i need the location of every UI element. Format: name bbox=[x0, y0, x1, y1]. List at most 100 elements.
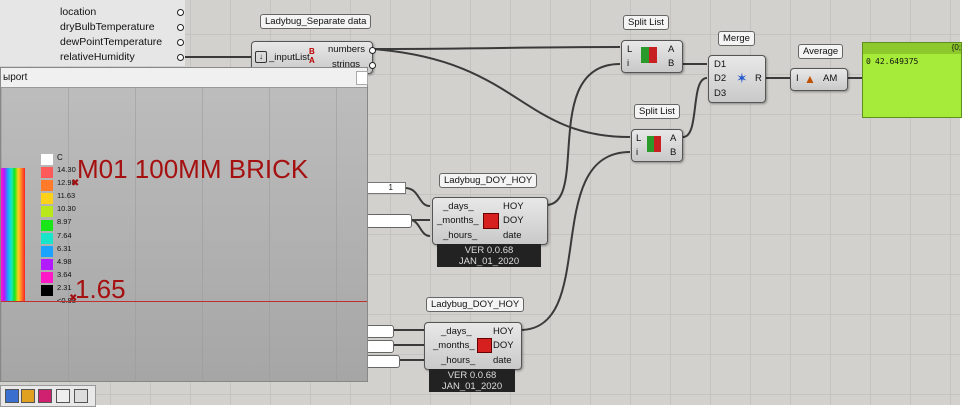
pin-a: A bbox=[668, 44, 675, 55]
numbers-pin: numbers bbox=[328, 44, 365, 55]
split-list-1-title: Split List bbox=[623, 15, 669, 30]
pin-doy: DOY bbox=[503, 215, 524, 226]
version-text: VER 0.0.68 bbox=[464, 245, 514, 256]
viewport-maximize-button[interactable] bbox=[356, 71, 368, 85]
panel-index: 0 bbox=[866, 57, 871, 66]
output-dew-point-temperature: dewPointTemperature bbox=[60, 36, 163, 48]
doy-hoy-1-title: Ladybug_DOY_HOY bbox=[439, 173, 538, 188]
legend-label: 10.30 bbox=[57, 204, 76, 214]
pin-doy: DOY bbox=[493, 340, 514, 351]
pin-days: _days_ bbox=[441, 326, 472, 337]
average-icon: ▲ bbox=[804, 72, 816, 86]
split-list-icon bbox=[641, 47, 657, 63]
pin-hours: _hours_ bbox=[441, 355, 476, 366]
legend-swatch bbox=[41, 232, 53, 244]
slider-input[interactable] bbox=[366, 340, 394, 353]
pin-l: L bbox=[636, 133, 642, 144]
surface-label-value: 1.65 bbox=[75, 274, 126, 304]
doy-hoy-1-version: VER 0.0.68 JAN_01_2020 bbox=[437, 244, 541, 267]
split-list-1-component[interactable]: L i A B bbox=[621, 40, 683, 73]
legend-swatch bbox=[41, 180, 53, 192]
panel-header: {0; bbox=[863, 43, 961, 54]
output-port[interactable] bbox=[177, 54, 184, 61]
legend-swatch bbox=[41, 206, 53, 218]
version-text: VER 0.0.68 bbox=[447, 370, 497, 381]
legend-swatch bbox=[41, 271, 53, 283]
output-port[interactable] bbox=[177, 39, 184, 46]
output-port[interactable] bbox=[369, 47, 376, 54]
slider-input[interactable] bbox=[366, 325, 394, 338]
output-port[interactable] bbox=[177, 24, 184, 31]
calendar-icon bbox=[477, 338, 492, 353]
slider-input[interactable] bbox=[366, 355, 400, 368]
doy-hoy-2-title: Ladybug_DOY_HOY bbox=[426, 297, 525, 312]
strings-pin: strings bbox=[332, 59, 360, 70]
doy-hoy-2-component[interactable]: _days_ _months_ _hours_ HOY DOY date bbox=[424, 322, 522, 370]
pin-hoy: HOY bbox=[503, 201, 524, 212]
input-list-pin: _inputList bbox=[269, 52, 310, 63]
pin-months: _months_ bbox=[433, 340, 475, 351]
split-list-2-component[interactable]: L i A B bbox=[631, 129, 683, 162]
output-port[interactable] bbox=[177, 9, 184, 16]
legend-swatch bbox=[41, 285, 53, 296]
pin-l: L bbox=[627, 44, 633, 55]
surface-label-main: M01 100MM BRICK bbox=[77, 154, 309, 184]
pin-i: i bbox=[627, 58, 630, 69]
label-marker: ✖ bbox=[71, 178, 80, 189]
legend-unit: C bbox=[57, 153, 63, 162]
app-icon[interactable] bbox=[5, 389, 19, 403]
legend-swatch bbox=[41, 167, 53, 179]
legend-swatch bbox=[41, 154, 53, 165]
pin-r: R bbox=[755, 73, 762, 84]
legend-label: <0.98 bbox=[57, 296, 76, 305]
separate-data-title: Ladybug_Separate data bbox=[260, 14, 372, 29]
output-panel[interactable]: {0; 0 42.649375 bbox=[862, 42, 962, 118]
legend-swatch bbox=[41, 193, 53, 205]
pin-days: _days_ bbox=[443, 201, 474, 212]
output-dry-bulb-temperature: dryBulbTemperature bbox=[60, 21, 155, 33]
legend-label: 12.98 bbox=[57, 178, 76, 188]
app-icon[interactable] bbox=[21, 389, 35, 403]
pin-b: B bbox=[670, 147, 677, 158]
merge-component[interactable]: D1 D2 D3 ✶ R bbox=[708, 55, 766, 103]
pin-date: date bbox=[493, 355, 512, 366]
split-list-2-title: Split List bbox=[634, 104, 680, 119]
viewport-title-bar: ыport bbox=[1, 68, 368, 88]
viewport-axis-line bbox=[1, 301, 367, 302]
calendar-icon bbox=[483, 213, 499, 229]
legend-swatch bbox=[41, 219, 53, 231]
pin-d2: D2 bbox=[714, 73, 727, 84]
average-title: Average bbox=[798, 44, 844, 59]
pin-am: AM bbox=[823, 73, 838, 84]
pin-months: _months_ bbox=[437, 215, 479, 226]
average-component[interactable]: I ▲ AM bbox=[790, 68, 848, 91]
output-relative-humidity: relativeHumidity bbox=[60, 51, 135, 63]
merge-title: Merge bbox=[718, 31, 755, 46]
legend-label: 6.31 bbox=[57, 243, 72, 253]
label-marker: ✖ bbox=[69, 293, 78, 304]
pin-date: date bbox=[503, 230, 522, 241]
legend-label: 8.97 bbox=[57, 217, 72, 227]
doy-hoy-1-component[interactable]: _days_ _months_ _hours_ HOY DOY date bbox=[432, 197, 548, 245]
pin-i: i bbox=[636, 147, 639, 158]
output-port[interactable] bbox=[369, 62, 376, 69]
slider-input[interactable] bbox=[366, 214, 412, 228]
legend-label: 3.64 bbox=[57, 269, 72, 279]
legend-label: 4.98 bbox=[57, 256, 72, 266]
app-icon[interactable] bbox=[56, 389, 70, 403]
date-text: JAN_01_2020 bbox=[441, 381, 503, 392]
pin-d1: D1 bbox=[714, 59, 727, 70]
pin-a: A bbox=[670, 133, 677, 144]
colored-surface bbox=[1, 168, 25, 301]
viewport-title: ыport bbox=[3, 72, 28, 83]
number-input[interactable]: 1 bbox=[366, 182, 406, 194]
download-icon[interactable] bbox=[74, 389, 88, 403]
app-icon[interactable] bbox=[38, 389, 52, 403]
legend-swatch bbox=[41, 245, 53, 257]
panel-value: 42.649375 bbox=[875, 57, 919, 66]
legend-label: 7.64 bbox=[57, 230, 72, 240]
merge-icon: ✶ bbox=[736, 70, 748, 86]
pin-b: B bbox=[668, 58, 675, 69]
